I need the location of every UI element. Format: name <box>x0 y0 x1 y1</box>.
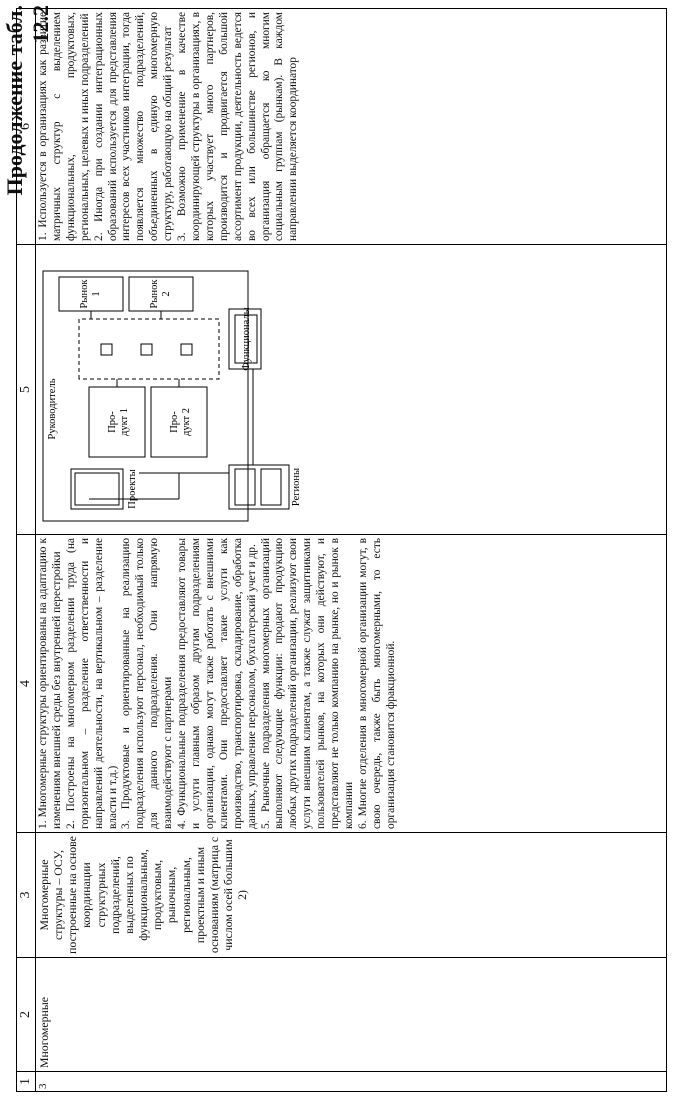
prod2-line2: дукт 2 <box>181 408 192 436</box>
feature-item: 5. Рыночные подразделения многомерных ор… <box>259 538 355 829</box>
prod1-line1: Про- <box>107 411 118 433</box>
head-box <box>42 270 249 522</box>
col-header-4: 4 <box>16 534 36 833</box>
note-item: 3. Возможно применение в качестве коорди… <box>176 12 300 241</box>
structure-name: Многомерные <box>35 957 667 1072</box>
notes-cell: 1. Используется в организациях как разви… <box>35 8 667 245</box>
diagram-cell: Руководитель Функционалы Регионы Проекты… <box>35 244 667 535</box>
reg-label: Регионы <box>291 468 302 506</box>
matrix-core <box>78 318 220 380</box>
structures-table: 1 2 3 4 5 6 3 Многомерные Многомерные ст… <box>16 8 667 1092</box>
func-label: Функционалы <box>241 307 252 370</box>
head-label: Руководитель <box>47 378 58 439</box>
col-header-1: 1 <box>16 1071 36 1092</box>
proj-label: Проекты <box>127 469 138 508</box>
row-number: 3 <box>35 1071 667 1092</box>
mkt2-line1: Рынок <box>149 279 160 309</box>
col-header-3: 3 <box>16 832 36 958</box>
prod1-line2: дукт 1 <box>119 408 130 436</box>
features-cell: 1. Многомерные структуры ориентированы н… <box>35 534 667 833</box>
structure-definition: Многомерные структуры – ОСУ, построенные… <box>35 832 667 958</box>
projects-box <box>70 468 124 510</box>
functions-box <box>228 308 262 370</box>
feature-item: 6. Многие отделения в многомерной органи… <box>356 538 397 829</box>
regions-box <box>228 464 290 510</box>
mkt1-line1: Рынок <box>79 279 90 309</box>
note-item: 1. Используется в организациях как разви… <box>37 12 91 241</box>
header-row: 1 2 3 4 5 6 <box>16 8 36 1092</box>
note-item: 2. Иногда при создании интеграционных об… <box>92 12 175 241</box>
col-header-5: 5 <box>16 244 36 535</box>
col-header-2: 2 <box>16 957 36 1072</box>
prod2-line1: Про- <box>169 411 180 433</box>
table-row: 3 Многомерные Многомерные структуры – ОС… <box>35 8 667 1092</box>
mkt2-line2: 2 <box>161 291 172 296</box>
feature-item: 3. Продуктовые и ориентированные на реал… <box>120 538 175 829</box>
col-header-6: 6 <box>16 8 36 245</box>
feature-item: 2. Построены на многомерном разделении т… <box>64 538 119 829</box>
feature-item: 4. Функциональные подразделения предоста… <box>176 538 258 829</box>
feature-item: 1. Многомерные структуры ориентированы н… <box>37 538 63 829</box>
multidimensional-structure-diagram: Руководитель Функционалы Регионы Проекты… <box>42 270 302 522</box>
mkt1-line2: 1 <box>91 291 102 296</box>
